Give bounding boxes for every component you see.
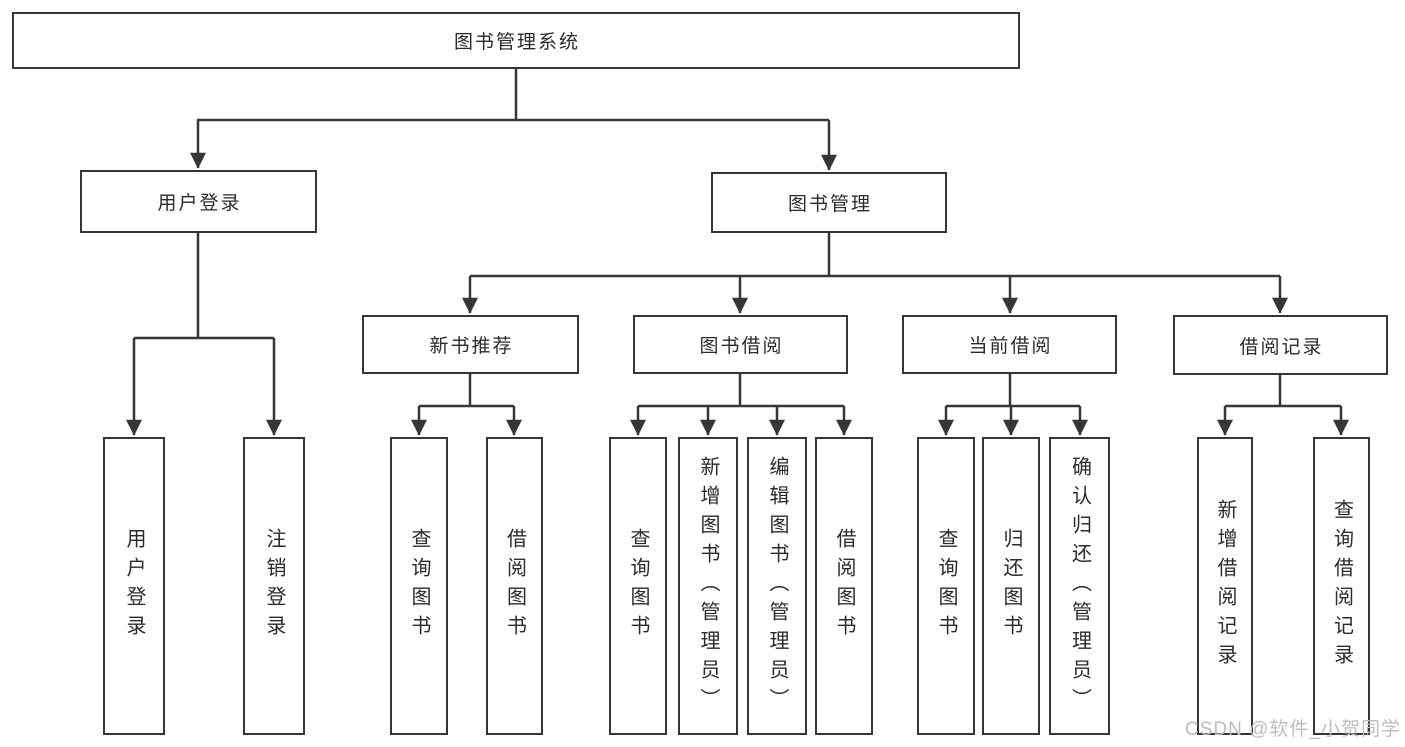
node-leaf-edit-book-admin: 编辑图书（管理员） <box>747 437 807 735</box>
node-borrow-records: 借阅记录 <box>1173 315 1388 375</box>
node-leaf-query-books-current: 查询图书 <box>917 437 975 735</box>
node-leaf-logout: 注销登录 <box>243 437 305 735</box>
node-leaf-confirm-return-admin: 确认归还（管理员） <box>1049 437 1110 735</box>
node-leaf-query-books-borrow: 查询图书 <box>609 437 667 735</box>
node-leaf-borrow-books-recommend: 借阅图书 <box>486 437 543 735</box>
node-user-login: 用户登录 <box>80 170 317 233</box>
node-leaf-query-books-recommend: 查询图书 <box>390 437 448 735</box>
node-leaf-query-borrow-record: 查询借阅记录 <box>1313 437 1370 735</box>
node-leaf-add-book-admin: 新增图书（管理员） <box>678 437 738 735</box>
node-leaf-return-books: 归还图书 <box>982 437 1040 735</box>
node-leaf-borrow-books: 借阅图书 <box>815 437 873 735</box>
node-leaf-user-login: 用户登录 <box>103 437 165 735</box>
node-book-borrow: 图书借阅 <box>633 315 848 374</box>
connector-group <box>126 69 1349 436</box>
node-book-management: 图书管理 <box>711 172 947 233</box>
node-new-book-recommend: 新书推荐 <box>362 315 579 374</box>
watermark: CSDN @软件_小贺同学 <box>1185 719 1401 740</box>
node-current-borrow: 当前借阅 <box>902 315 1117 374</box>
node-leaf-add-borrow-record: 新增借阅记录 <box>1197 437 1253 735</box>
node-library-management-system: 图书管理系统 <box>12 12 1020 69</box>
